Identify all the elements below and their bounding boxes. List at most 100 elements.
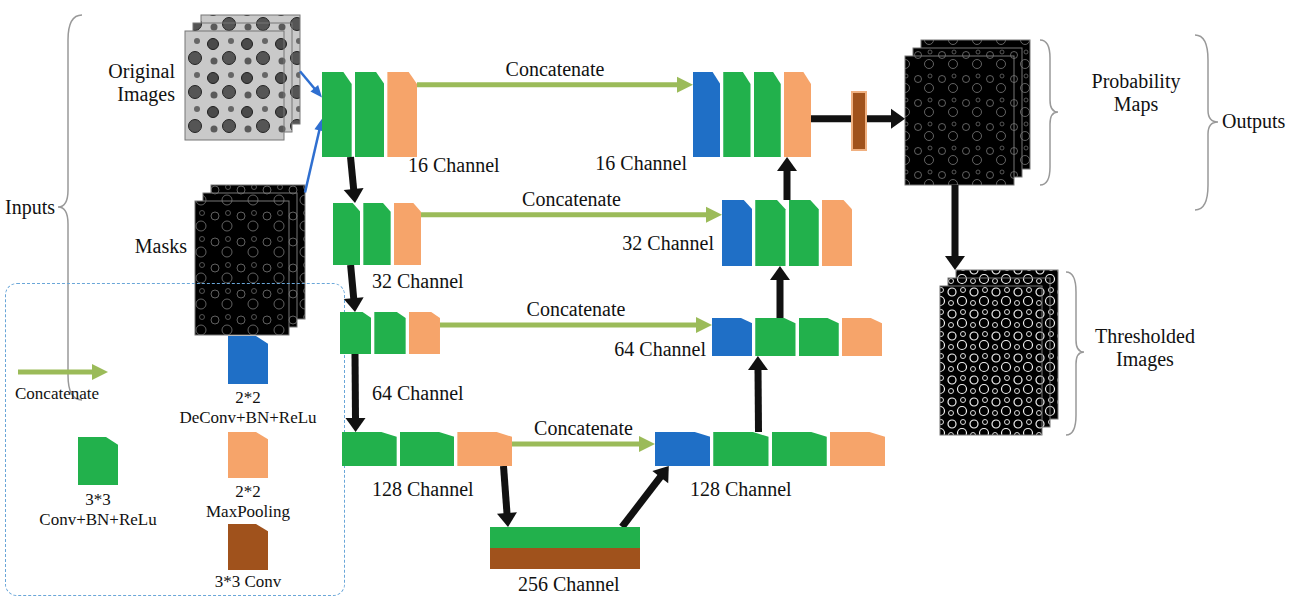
legend-label: 2*2 DeConv+BN+ReLu xyxy=(166,388,331,427)
arrow-head xyxy=(639,436,655,452)
node-label: 256 Channel xyxy=(518,573,620,596)
flow-arrow xyxy=(305,119,324,193)
layer-block: 128 Channel xyxy=(342,432,512,466)
flow-arrow xyxy=(344,157,364,203)
arrow-head xyxy=(748,356,768,370)
image-stack: Probability Maps xyxy=(905,40,1030,185)
bottleneck-bar xyxy=(490,527,640,548)
layer-slab xyxy=(754,72,781,157)
node-label: Probability Maps xyxy=(1080,70,1192,116)
layer-slab xyxy=(374,312,405,354)
legend-arrow-sample xyxy=(18,364,108,380)
image-stack: Thresholded Images xyxy=(940,270,1058,435)
flow-arrow xyxy=(945,185,965,270)
layer-slab xyxy=(400,432,455,466)
layer-block: 16 Channel xyxy=(322,72,417,157)
arrow-head xyxy=(345,418,365,432)
layer-slab xyxy=(387,72,417,157)
flow-arrow xyxy=(300,71,322,97)
arrow-head xyxy=(652,466,668,483)
layer-slab xyxy=(842,318,882,356)
connector-line xyxy=(440,322,698,327)
connector-line xyxy=(300,71,315,89)
arrow-head xyxy=(706,207,722,223)
flow-arrow xyxy=(770,266,790,318)
connector-line xyxy=(417,82,679,87)
layer-block: 16 Channel xyxy=(693,72,811,157)
group-label: Inputs xyxy=(5,196,55,219)
layer-slab xyxy=(772,432,827,466)
arrow-head xyxy=(310,85,322,97)
node-label: Thresholded Images xyxy=(1080,325,1210,371)
layer-slab xyxy=(322,72,352,157)
image-stack xyxy=(940,270,1058,435)
layer-slab xyxy=(693,72,720,157)
layer-slab xyxy=(655,432,710,466)
image-stack: Original Images xyxy=(185,15,300,140)
arrow-head xyxy=(891,109,905,129)
layer-slab xyxy=(799,318,839,356)
node-label: Original Images xyxy=(90,60,175,106)
layer-slab xyxy=(755,200,785,266)
node-label: 64 Channel xyxy=(372,382,464,405)
layer-slab xyxy=(340,312,371,354)
connector-line xyxy=(504,466,508,514)
node-label: 32 Channel xyxy=(372,270,464,293)
flow-arrow xyxy=(622,466,669,527)
node-label: 64 Channel xyxy=(614,338,706,361)
arrow-head xyxy=(770,266,790,280)
legend-swatch xyxy=(228,336,268,384)
legend-swatch xyxy=(228,524,268,570)
layer-slab xyxy=(713,432,768,466)
bottleneck-block: 256 Channel xyxy=(490,527,640,569)
layer-slab xyxy=(755,318,795,356)
layer-slab xyxy=(355,72,385,157)
layer-slab xyxy=(822,200,852,266)
legend-swatch xyxy=(228,432,268,478)
conv-bar xyxy=(852,92,866,150)
connector-line xyxy=(784,170,791,200)
arrow-head xyxy=(677,77,693,93)
arrow-head xyxy=(344,188,364,203)
connector-line xyxy=(352,354,360,419)
layer-slab xyxy=(712,318,752,356)
layer-slab xyxy=(363,203,390,265)
layer-slab xyxy=(342,432,397,466)
legend-label: 3*3 Conv+BN+ReLu xyxy=(33,490,163,529)
image-stack xyxy=(185,15,300,140)
layer-block: 32 Channel xyxy=(333,203,421,265)
image-stack xyxy=(905,40,1030,185)
connector-line xyxy=(305,129,320,192)
layer-slab xyxy=(789,200,819,266)
layer-slab xyxy=(830,432,885,466)
arrow-head xyxy=(777,157,797,171)
flow-arrow xyxy=(497,466,517,527)
layer-block: 32 Channel xyxy=(722,200,852,266)
arrow-head xyxy=(696,317,712,333)
flow-arrow xyxy=(777,157,797,200)
connector-line xyxy=(776,279,783,318)
connector-line xyxy=(512,441,641,446)
node-label: 32 Channel xyxy=(622,232,714,255)
layer-slab xyxy=(394,203,421,265)
bracket xyxy=(58,15,1218,435)
layer-slab xyxy=(333,203,360,265)
group-label: Outputs xyxy=(1222,110,1285,133)
node-label: Masks xyxy=(135,235,187,258)
arrow-head xyxy=(497,512,517,527)
edge-label: Concatenate xyxy=(525,298,628,321)
image-stack: Masks xyxy=(195,185,305,335)
connector-line xyxy=(951,185,958,257)
flow-arrow xyxy=(345,354,365,432)
node-label: 128 Channel xyxy=(372,478,474,501)
legend-label: Concatenate xyxy=(15,384,99,404)
connector-line xyxy=(351,157,354,190)
layer-block: 64 Channel xyxy=(340,312,440,354)
layer-slab xyxy=(723,72,750,157)
image-stack xyxy=(195,185,305,335)
legend-label: 2*2 MaxPooling xyxy=(198,482,298,521)
bottleneck-bar xyxy=(490,548,640,569)
connector-line xyxy=(622,476,661,527)
connector-line xyxy=(754,369,762,432)
